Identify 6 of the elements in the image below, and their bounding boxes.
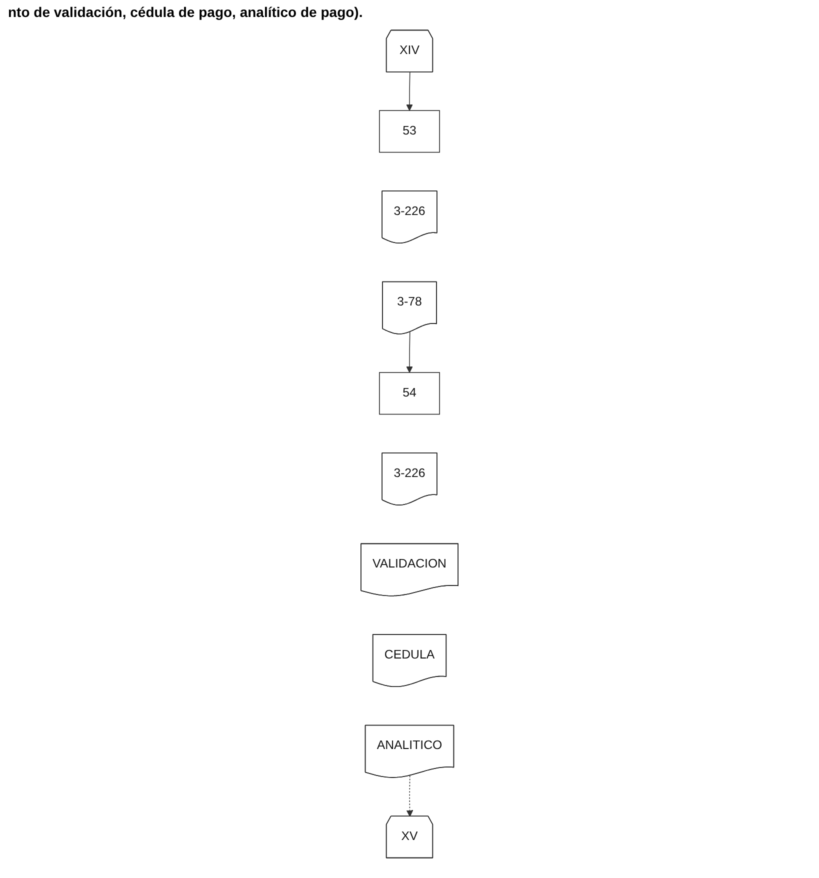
arrow	[406, 72, 413, 111]
arrow	[406, 775, 414, 817]
note-text: nto de validación, cédula de pago, analítico de pago).	[8, 4, 364, 20]
node-box: 53	[379, 110, 440, 153]
arrow	[406, 332, 413, 373]
node-box: 54	[379, 372, 440, 415]
